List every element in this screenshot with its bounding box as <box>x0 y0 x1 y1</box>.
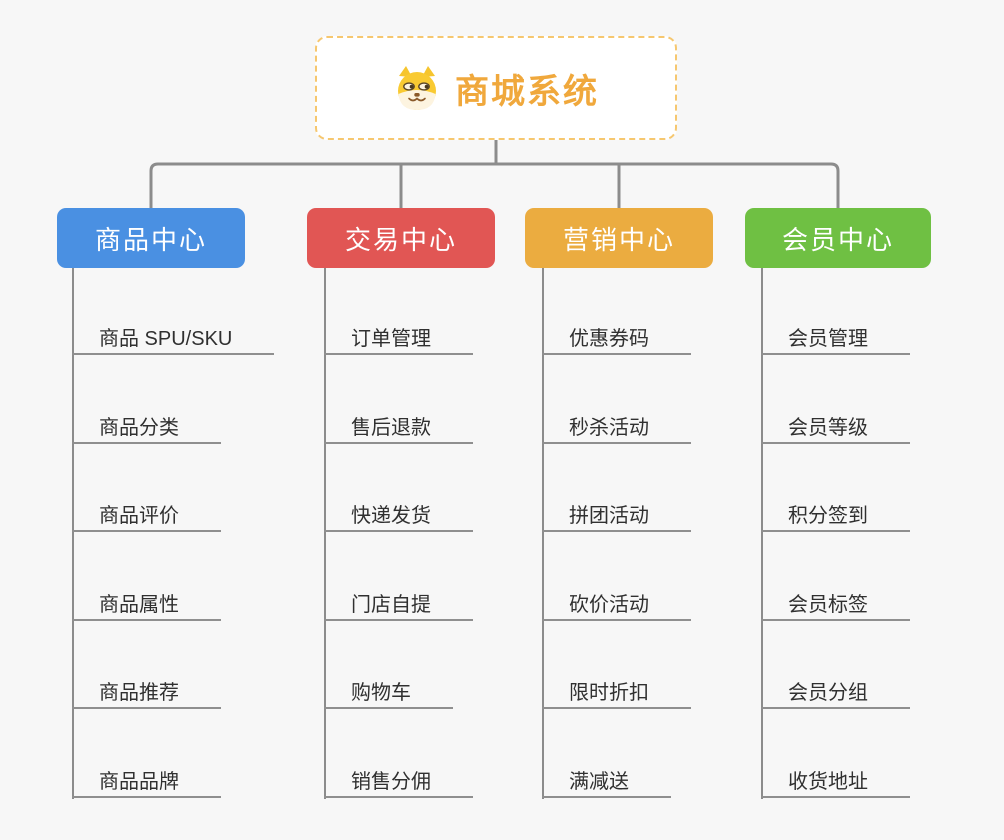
branch-spine-line <box>761 268 763 799</box>
branch-box-trade-center[interactable]: 交易中心 <box>307 208 495 268</box>
branch-box-member-center[interactable]: 会员中心 <box>745 208 931 268</box>
leaf-node[interactable]: 限时折扣 <box>542 671 691 709</box>
leaf-node[interactable]: 销售分佣 <box>324 760 473 798</box>
leaf-node[interactable]: 会员管理 <box>761 317 910 355</box>
leaf-node[interactable]: 优惠券码 <box>542 317 691 355</box>
leaf-node[interactable]: 收货地址 <box>761 760 910 798</box>
leaf-node[interactable]: 秒杀活动 <box>542 406 691 444</box>
branch-box-product-center[interactable]: 商品中心 <box>57 208 245 268</box>
branch-spine-line <box>72 268 74 799</box>
leaf-node[interactable]: 拼团活动 <box>542 494 691 532</box>
leaf-node[interactable]: 购物车 <box>324 671 453 709</box>
root-node-mall-system[interactable]: 商城系统 <box>315 36 677 140</box>
leaf-node[interactable]: 快递发货 <box>324 494 473 532</box>
leaf-node[interactable]: 门店自提 <box>324 583 473 621</box>
root-title: 商城系统 <box>455 72 599 111</box>
leaf-node[interactable]: 积分签到 <box>761 494 910 532</box>
leaf-node[interactable]: 砍价活动 <box>542 583 691 621</box>
branch-box-marketing-center[interactable]: 营销中心 <box>525 208 713 268</box>
branch-spine-line <box>542 268 544 799</box>
leaf-node[interactable]: 售后退款 <box>324 406 473 444</box>
leaf-node[interactable]: 会员分组 <box>761 671 910 709</box>
leaf-node[interactable]: 商品属性 <box>72 583 221 621</box>
leaf-node[interactable]: 订单管理 <box>324 317 473 355</box>
leaf-node[interactable]: 商品评价 <box>72 494 221 532</box>
branch-spine-line <box>324 268 326 799</box>
leaf-node[interactable]: 商品 SPU/SKU <box>72 317 275 355</box>
leaf-node[interactable]: 商品品牌 <box>72 760 221 798</box>
leaf-node[interactable]: 会员标签 <box>761 583 910 621</box>
leaf-node[interactable]: 满减送 <box>542 760 671 798</box>
leaf-node[interactable]: 商品推荐 <box>72 671 221 709</box>
shiba-dog-icon <box>398 66 436 110</box>
leaf-node[interactable]: 商品分类 <box>72 406 221 444</box>
leaf-node[interactable]: 会员等级 <box>761 406 910 444</box>
